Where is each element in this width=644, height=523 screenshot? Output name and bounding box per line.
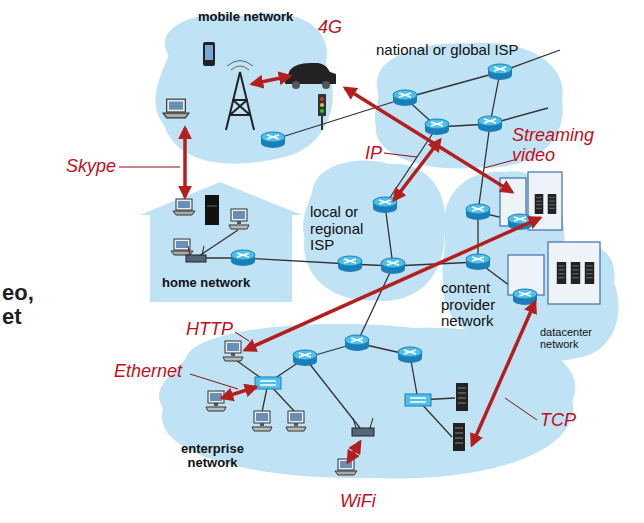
mobile-network-region: mobile network xyxy=(150,8,335,166)
content-servers xyxy=(535,194,544,214)
protocol-label: IP xyxy=(365,144,382,164)
region-label: datacenter network xyxy=(540,326,612,350)
router-symbols xyxy=(488,64,512,80)
label-holder: et xyxy=(2,305,22,329)
region-outline xyxy=(499,242,619,361)
enterprise-devices xyxy=(352,428,374,436)
content-servers xyxy=(571,262,580,284)
mobile-devices xyxy=(318,94,326,116)
text-fragment: et xyxy=(2,305,22,329)
protocol-label: WiFi xyxy=(340,492,376,512)
enterprise-devices xyxy=(405,394,431,406)
region-outline xyxy=(155,13,332,164)
content-servers xyxy=(548,194,557,214)
protocol-label: Skype xyxy=(66,157,116,177)
region-label: content provider network xyxy=(441,280,515,330)
text-fragment: eo, xyxy=(2,281,34,305)
home-devices xyxy=(229,209,249,229)
content-servers xyxy=(585,262,594,284)
router-symbols xyxy=(261,132,285,148)
router-symbols xyxy=(381,258,405,274)
enterprise-devices xyxy=(335,459,357,475)
router-symbols xyxy=(466,254,490,270)
mobile-devices xyxy=(163,99,189,118)
protocol-label: Ethernet xyxy=(114,362,182,382)
enterprise-devices xyxy=(456,383,468,411)
mobile-devices xyxy=(320,103,324,107)
label-holder: WiFi xyxy=(340,492,376,512)
region-shape xyxy=(150,8,335,166)
router-symbols xyxy=(425,119,449,135)
protocol-label: HTTP xyxy=(186,320,233,340)
enterprise-devices xyxy=(286,411,306,431)
region-label: mobile network xyxy=(198,10,318,24)
region-label: national or global ISP xyxy=(376,42,561,59)
home-devices xyxy=(186,255,206,262)
enterprise-devices xyxy=(206,391,226,411)
region-outline xyxy=(140,182,302,302)
mobile-devices xyxy=(292,81,300,89)
home-devices xyxy=(173,199,195,215)
enterprise-devices xyxy=(453,423,465,451)
router-symbols xyxy=(466,204,490,220)
router-symbols xyxy=(231,250,255,266)
router-symbols xyxy=(398,347,422,363)
label-holder: eo, xyxy=(2,281,34,305)
protocol-arrows xyxy=(183,128,187,197)
enterprise-devices xyxy=(223,341,243,361)
mobile-devices xyxy=(321,116,323,130)
label-holder: Streaming video xyxy=(512,126,608,166)
protocol-label: TCP xyxy=(540,411,576,431)
leader-lines xyxy=(119,167,180,168)
mobile-devices xyxy=(320,109,324,113)
content-servers xyxy=(548,242,600,304)
enterprise-devices xyxy=(252,411,272,431)
isp-region: local or regional ISP xyxy=(300,155,450,305)
router-symbols xyxy=(338,256,362,272)
router-symbols xyxy=(293,350,317,366)
region-label: enterprise network xyxy=(155,442,270,471)
router-symbols xyxy=(478,116,502,132)
label-holder: IP xyxy=(365,144,382,164)
router-symbols xyxy=(393,90,417,106)
protocol-label: Streaming video xyxy=(512,126,608,166)
mobile-devices xyxy=(320,97,324,101)
mobile-devices xyxy=(205,45,213,60)
home-devices xyxy=(207,206,217,207)
label-holder: Ethernet xyxy=(114,362,182,382)
label-holder: TCP xyxy=(540,411,576,431)
region-label: local or regional ISP xyxy=(310,204,380,254)
home-devices xyxy=(205,195,219,225)
mobile-devices xyxy=(322,81,330,89)
region-label: home network xyxy=(162,276,282,290)
enterprise-devices xyxy=(255,377,281,389)
label-holder: Skype xyxy=(66,157,116,177)
protocol-label: 4G xyxy=(318,18,342,38)
region-outline xyxy=(303,160,445,300)
label-holder: HTTP xyxy=(186,320,233,340)
mobile-devices xyxy=(203,42,215,66)
router-symbols xyxy=(345,335,369,351)
content-servers xyxy=(557,262,566,284)
label-holder: 4G xyxy=(318,18,342,38)
